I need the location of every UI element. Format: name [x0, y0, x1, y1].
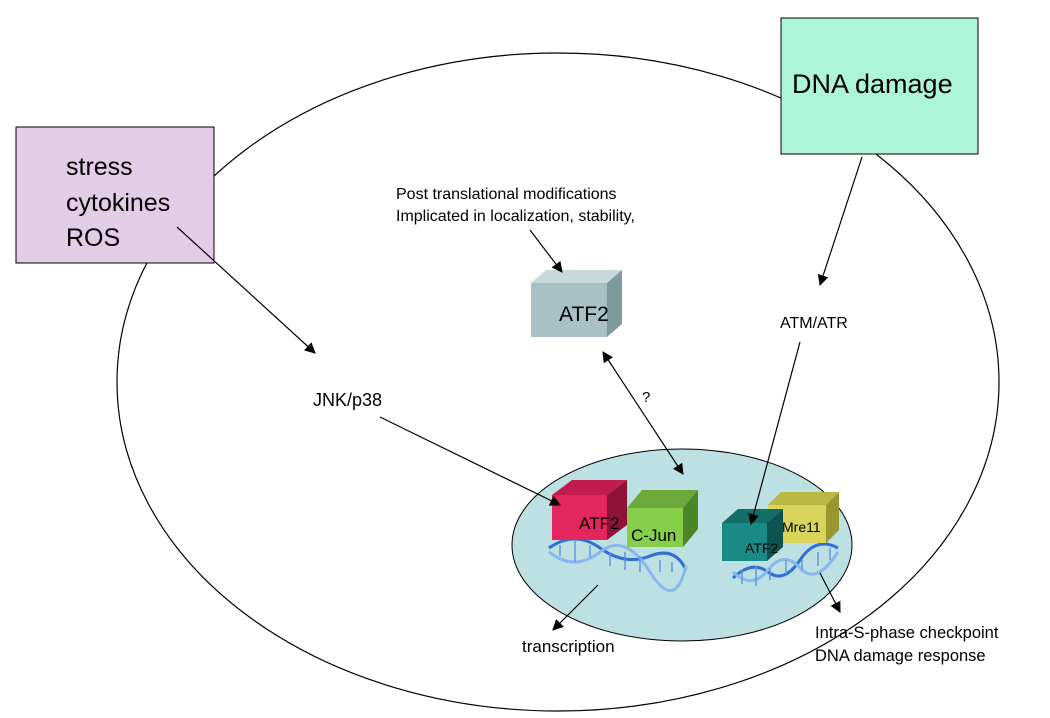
- atf2-block-left: ATF2: [552, 480, 627, 540]
- atm-atr-label: ATM/ATR: [780, 315, 848, 332]
- transcription-label: transcription: [522, 637, 615, 656]
- cytoplasm-atf2-label: ATF2: [559, 303, 609, 326]
- checkpoint-label: Intra-S-phase checkpoint DNA damage resp…: [815, 624, 1003, 665]
- jnk-p38-label: JNK/p38: [313, 390, 382, 410]
- ptm-line-2: Implicated in localization, stability,: [396, 208, 635, 225]
- atf2-right-label: ATF2: [745, 540, 778, 556]
- dna-damage-box: [780, 17, 979, 155]
- mre11-label: Mre11: [782, 519, 821, 535]
- atf2-left-label: ATF2: [579, 514, 619, 533]
- arrow-atm-to-atf2: [748, 341, 801, 526]
- arrow-jnk-to-atf2: [379, 416, 561, 506]
- stress-label: stress: [66, 153, 133, 181]
- cytokines-label: cytokines: [66, 189, 170, 217]
- stress-box-label: stress cytokines ROS: [66, 153, 177, 252]
- cjun-label: C-Jun: [631, 526, 676, 545]
- arrow-bidirectional-atf2: [602, 351, 684, 475]
- arrow-ptm-to-atf2: [529, 229, 563, 273]
- arrow-stress-to-jnk: [176, 226, 316, 354]
- arrow-to-checkpoint: [819, 572, 841, 613]
- dna-helix-right: [731, 542, 840, 586]
- cytoplasm-atf2-block: ATF2: [531, 270, 622, 337]
- ros-label: ROS: [66, 224, 120, 252]
- question-mark-label: ?: [642, 389, 650, 406]
- checkpoint-line-2: DNA damage response: [815, 647, 986, 665]
- checkpoint-line-1: Intra-S-phase checkpoint: [815, 624, 999, 642]
- ptm-line-1: Post translational modifications: [396, 186, 617, 203]
- stress-box: [15, 126, 215, 264]
- cjun-block: C-Jun: [627, 490, 698, 547]
- cell-membrane: [116, 52, 1000, 712]
- dna-damage-label: DNA damage: [792, 69, 953, 99]
- arrow-dna-damage-to-atm: [817, 156, 863, 287]
- atf2-block-right: ATF2: [722, 509, 783, 561]
- ptm-note: Post translational modifications Implica…: [396, 186, 635, 225]
- arrow-to-transcription: [552, 584, 599, 631]
